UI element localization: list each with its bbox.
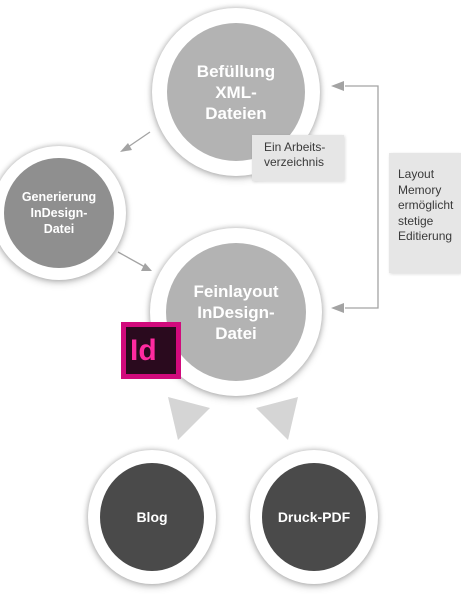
node-feinlayout-fill: Feinlayout InDesign- Datei bbox=[166, 243, 306, 381]
arbeitsverzeichnis-line-2: verzeichnis bbox=[264, 155, 325, 169]
layout-memory-line-2: Memory bbox=[398, 182, 442, 197]
indesign-logo: Id bbox=[121, 322, 181, 379]
layout-memory-line-5: Editierung bbox=[398, 229, 453, 243]
indesign-logo-text: Id bbox=[130, 333, 157, 367]
layout-memory-line-4: stetige bbox=[398, 213, 434, 228]
befuellung-line-2: XML- bbox=[215, 82, 257, 102]
befuellung-line-1: Befüllung bbox=[196, 61, 276, 81]
output-triangle-druck bbox=[256, 397, 298, 440]
node-generierung-fill: Generierung InDesign- Datei bbox=[4, 158, 114, 268]
node-druck-pdf: Druck-PDF bbox=[250, 450, 378, 584]
arrow-generierung-to-feinlayout bbox=[117, 251, 146, 268]
feinlayout-line-2: InDesign- bbox=[197, 302, 275, 322]
node-generierung-label: Generierung InDesign- Datei bbox=[22, 189, 96, 237]
generierung-line-1: Generierung bbox=[21, 190, 97, 204]
layout-memory-line-1: Layout bbox=[398, 167, 435, 181]
indesign-logo-inner: Id bbox=[126, 327, 176, 374]
generierung-line-3: Datei bbox=[43, 222, 75, 236]
feinlayout-line-1: Feinlayout bbox=[193, 281, 279, 301]
node-generierung: Generierung InDesign- Datei bbox=[0, 146, 126, 280]
node-blog-fill: Blog bbox=[100, 463, 204, 571]
arrowhead-generierung bbox=[120, 143, 132, 152]
layout-memory-line-3: ermöglicht bbox=[398, 198, 454, 212]
note-layout-memory: Layout Memory ermöglicht stetige Editier… bbox=[389, 153, 461, 273]
node-druck-pdf-label: Druck-PDF bbox=[277, 509, 351, 525]
node-feinlayout-label: Feinlayout InDesign- Datei bbox=[193, 281, 278, 344]
befuellung-line-3: Dateien bbox=[205, 103, 267, 123]
arrow-befuellung-to-generierung bbox=[127, 131, 151, 148]
feinlayout-line-3: Datei bbox=[215, 323, 257, 343]
feedback-connector bbox=[345, 85, 379, 309]
note-arbeitsverzeichnis: Ein Arbeits- verzeichnis bbox=[252, 135, 344, 181]
arbeitsverzeichnis-line-1: Ein Arbeits- bbox=[264, 140, 326, 154]
node-feinlayout: Feinlayout InDesign- Datei bbox=[150, 228, 322, 396]
arrowhead-feinlayout bbox=[141, 263, 152, 271]
node-druck-pdf-fill: Druck-PDF bbox=[262, 463, 366, 571]
arrowhead-to-feinlayout bbox=[331, 303, 344, 313]
output-triangle-blog bbox=[168, 397, 210, 440]
generierung-line-2: InDesign- bbox=[30, 206, 88, 220]
node-blog: Blog bbox=[88, 450, 216, 584]
node-befuellung-label: Befüllung XML- Dateien bbox=[197, 61, 275, 124]
node-blog-label: Blog bbox=[136, 509, 168, 525]
arrowhead-to-befuellung bbox=[331, 81, 344, 91]
